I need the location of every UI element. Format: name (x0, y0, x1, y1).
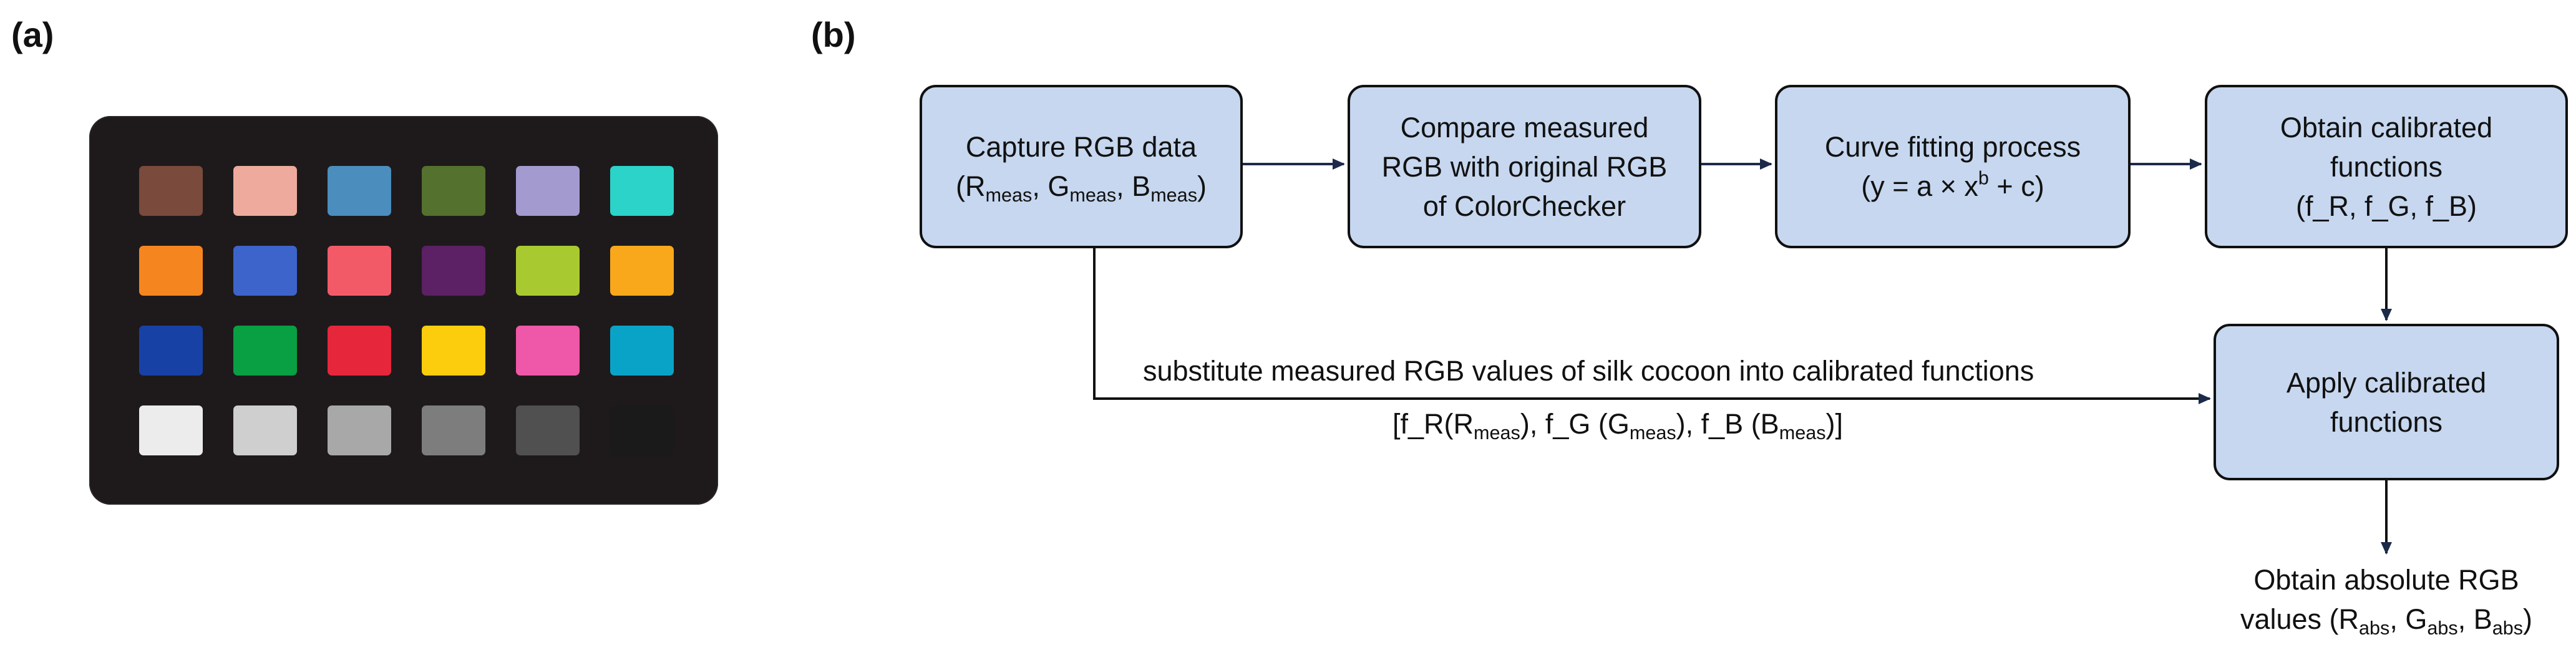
color-patch-r2-c1 (139, 246, 203, 296)
color-patch-r1-c3 (328, 166, 391, 216)
color-patch-r1-c1 (139, 166, 203, 216)
color-patch-r3-c1 (139, 326, 203, 376)
apply-line-2: functions (2330, 405, 2443, 438)
color-patch-r3-c6 (610, 326, 674, 376)
color-patch-r2-c2 (233, 246, 297, 296)
curve-fitting-box: Curve fitting process (y = a × xb + c) (1775, 85, 2131, 248)
color-patch-r3-c5 (516, 326, 580, 376)
color-patch-r2-c6 (610, 246, 674, 296)
obtain-functions-line-1: Obtain calibrated (2280, 111, 2493, 143)
color-patch-r4-c2 (233, 405, 297, 455)
compare-line-3: of ColorChecker (1422, 190, 1626, 222)
absolute-rgb-output: Obtain absolute RGB values (Rabs, Gabs, … (2171, 560, 2576, 639)
capture-channels: (Rmeas, Gmeas, Bmeas) (956, 170, 1207, 206)
color-patch-r1-c2 (233, 166, 297, 216)
color-patch-r4-c3 (328, 405, 391, 455)
color-patch-r2-c5 (516, 246, 580, 296)
panel-label-b: (b) (811, 15, 856, 54)
color-patch-r2-c3 (328, 246, 391, 296)
colorchecker-chart (89, 116, 718, 505)
panel-label-a: (a) (11, 15, 54, 54)
color-patch-r2-c4 (422, 246, 485, 296)
color-patch-r1-c5 (516, 166, 580, 216)
color-patch-r4-c1 (139, 405, 203, 455)
capture-title: Capture RGB data (965, 131, 1197, 163)
substitute-formula: [f_R(Rmeas), f_G (Gmeas), f_B (Bmeas)] (1392, 408, 1844, 444)
color-patch-r4-c5 (516, 405, 580, 455)
obtain-functions-box: Obtain calibrated functions (f_R, f_G, f… (2205, 85, 2568, 248)
absolute-line-2: values (Rabs, Gabs, Babs) (2240, 603, 2533, 639)
capture-rgb-box: Capture RGB data (Rmeas, Gmeas, Bmeas) (920, 85, 1243, 248)
color-patch-r3-c4 (422, 326, 485, 376)
arrow-capture-to-apply (1093, 248, 2211, 404)
apply-line-1: Apply calibrated (2286, 366, 2487, 399)
apply-functions-box: Apply calibrated functions (2214, 324, 2559, 480)
color-patch-r1-c4 (422, 166, 485, 216)
substitute-label: substitute measured RGB values of silk c… (1143, 355, 2034, 387)
curve-title: Curve fitting process (1824, 131, 2081, 163)
compare-line-1: Compare measured (1400, 111, 1649, 143)
color-patch-r3-c2 (233, 326, 297, 376)
color-patch-r1-c6 (610, 166, 674, 216)
obtain-functions-line-3: (f_R, f_G, f_B) (2295, 190, 2477, 222)
color-patch-r4-c4 (422, 405, 485, 455)
compare-line-2: RGB with original RGB (1381, 150, 1668, 183)
color-patch-r3-c3 (328, 326, 391, 376)
color-patch-r4-c6 (610, 405, 674, 455)
curve-equation: (y = a × xb + c) (1861, 167, 2044, 202)
compare-rgb-box: Compare measured RGB with original RGB o… (1348, 85, 1701, 248)
obtain-functions-line-2: functions (2330, 150, 2443, 183)
absolute-line-1: Obtain absolute RGB (2253, 564, 2519, 596)
